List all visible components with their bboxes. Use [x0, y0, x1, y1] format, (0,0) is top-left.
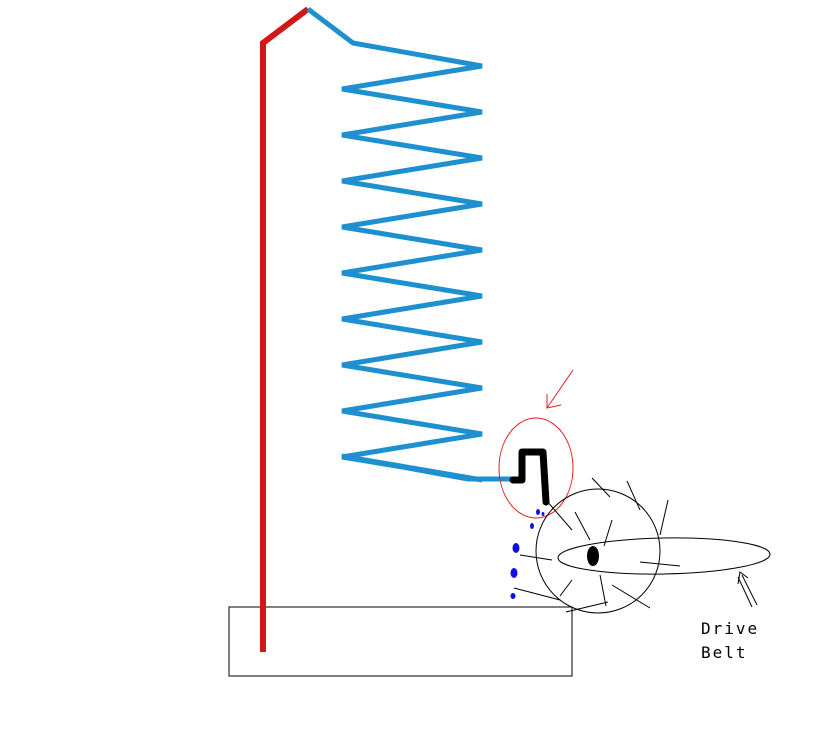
wheel-paddle	[611, 584, 651, 609]
water-drop	[536, 509, 540, 515]
wheel-paddle	[545, 499, 573, 531]
wheel-rim	[535, 488, 661, 614]
wheel-paddle	[591, 477, 611, 498]
drive-belt-label-line1: Drive	[701, 619, 759, 638]
water-drop	[510, 568, 518, 578]
wheel-paddle	[599, 574, 607, 607]
wheel-paddles	[513, 477, 681, 613]
water-drop	[512, 543, 520, 553]
wheel-paddle	[626, 480, 641, 511]
drive-belt-label-line2: Belt	[701, 643, 748, 662]
wheel-paddle	[513, 587, 561, 601]
water-drop	[530, 523, 534, 529]
wheel-hub	[587, 546, 599, 566]
wheel-paddle	[574, 511, 591, 541]
drive-belt	[557, 537, 771, 575]
base-box	[228, 606, 573, 677]
wheel-paddle	[639, 561, 681, 567]
nozzle-hook	[509, 448, 550, 506]
water-drop	[541, 512, 545, 516]
black-arrow-icon	[737, 571, 758, 608]
wheel-paddle	[565, 601, 609, 613]
wheel-paddle	[659, 499, 669, 536]
callout-circle	[498, 417, 574, 519]
red-arrow-icon	[546, 369, 574, 409]
wheel-paddle	[519, 554, 553, 561]
red-pipe	[260, 6, 310, 652]
paddle-wheel	[513, 477, 681, 614]
wheel-paddle	[559, 579, 573, 597]
coil-zigzag	[306, 7, 515, 483]
water-drop	[510, 593, 516, 599]
water-drops	[510, 509, 545, 599]
